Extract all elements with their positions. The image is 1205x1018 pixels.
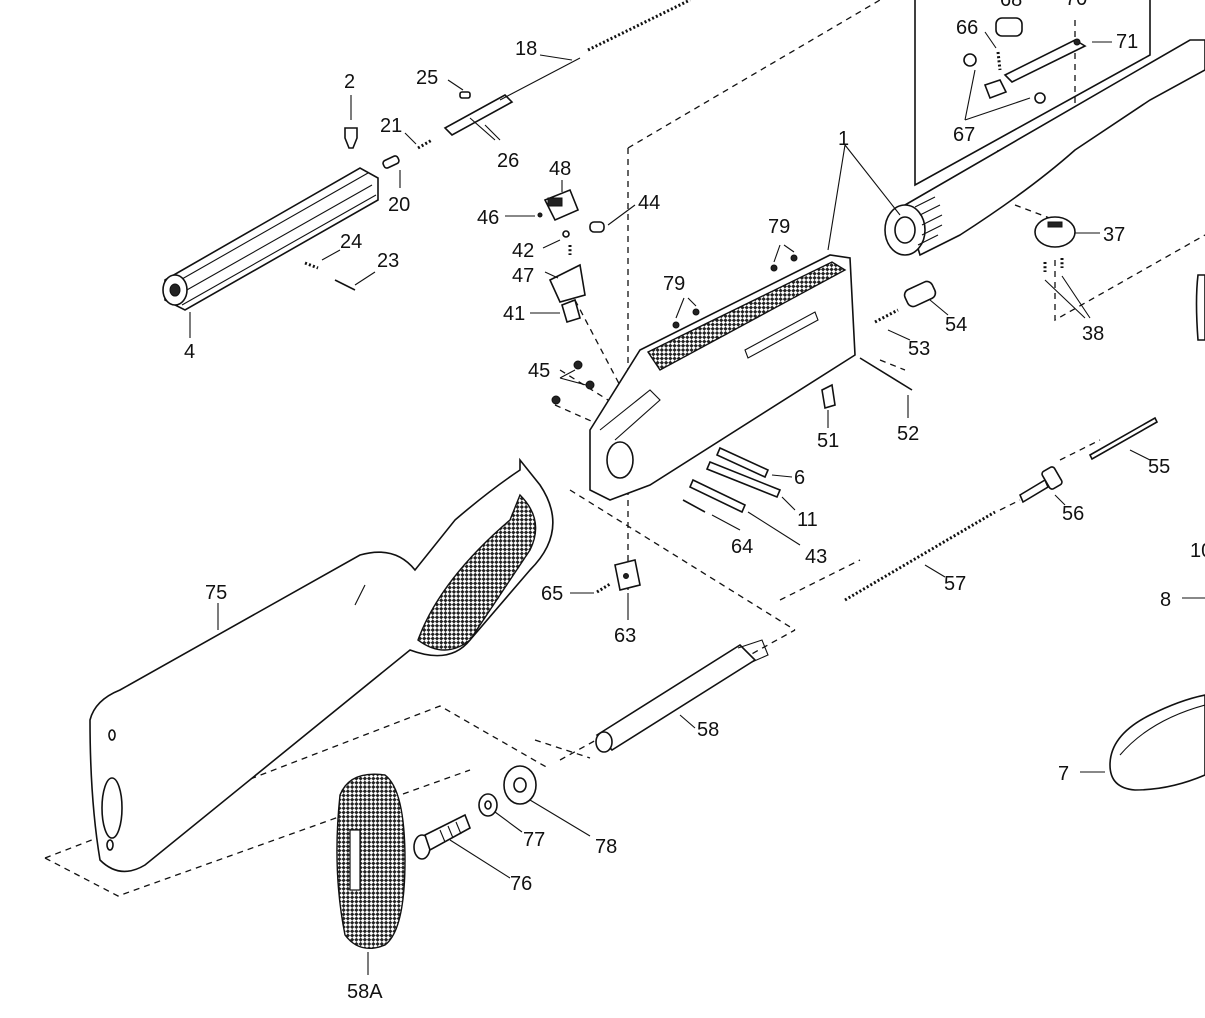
- label-53: 53: [908, 338, 930, 360]
- label-77: 77: [523, 829, 545, 851]
- part-58a-buttpad: [336, 773, 406, 949]
- label-71: 71: [1116, 31, 1138, 53]
- label-18: 18: [515, 38, 537, 60]
- label-25: 25: [416, 67, 438, 89]
- label-78: 78: [595, 836, 617, 858]
- label-8: 8: [1160, 589, 1171, 611]
- part-18-rod: [443, 57, 581, 136]
- part-57-spring: [844, 510, 996, 602]
- label-43: 43: [805, 546, 827, 568]
- label-11: 11: [797, 509, 818, 531]
- label-47: 47: [512, 265, 534, 287]
- label-54: 54: [945, 314, 967, 336]
- part-79-screws: [672, 254, 798, 329]
- label-6: 6: [794, 467, 805, 489]
- label-24: 24: [340, 231, 362, 253]
- label-51: 51: [817, 430, 839, 452]
- part-4-bolt: [162, 167, 379, 311]
- part-67-screws: [963, 53, 1046, 104]
- partial-part-right-edge: [1195, 274, 1205, 341]
- label-37: 37: [1103, 224, 1125, 246]
- part-75-stock: [89, 457, 554, 873]
- label-66: 66: [956, 17, 978, 39]
- label-56: 56: [1062, 503, 1084, 525]
- label-21: 21: [380, 115, 402, 137]
- label-79b: 79: [663, 273, 685, 295]
- label-75: 75: [205, 582, 227, 604]
- part-54-cap: [903, 280, 937, 308]
- part-63-block: [614, 559, 641, 591]
- label-42: 42: [512, 240, 534, 262]
- label-10: 10: [1190, 540, 1205, 562]
- label-45: 45: [528, 360, 550, 382]
- label-7: 7: [1058, 763, 1069, 785]
- label-1: 1: [838, 128, 849, 150]
- label-58: 58: [697, 719, 719, 741]
- part-76-screw: [413, 813, 471, 860]
- part-48-hammer: [543, 188, 580, 222]
- part-6-pin: [715, 446, 770, 479]
- label-57: 57: [944, 573, 966, 595]
- label-79a: 79: [768, 216, 790, 238]
- part-20-pin: [382, 155, 400, 169]
- label-48: 48: [549, 158, 571, 180]
- part-68-cylinder: [995, 17, 1023, 37]
- part-78-washer: [503, 765, 537, 805]
- inset-detail-box: 66 68 70 71 67: [914, 0, 1151, 187]
- part-41-trigger: [561, 298, 581, 324]
- label-70: 70: [1065, 0, 1087, 10]
- part-51-latch: [821, 383, 836, 410]
- label-58a: 58A: [347, 981, 383, 1003]
- part-spring-top: [587, 0, 691, 52]
- part-1-barrel: [884, 39, 1205, 257]
- label-67: 67: [953, 124, 975, 146]
- part-25-pin: [459, 91, 471, 99]
- part-2-pin: [344, 127, 358, 149]
- part-56-sleeve: [1018, 466, 1063, 504]
- part-11-pin: [705, 460, 782, 499]
- label-52: 52: [897, 423, 919, 445]
- label-23: 23: [377, 250, 399, 272]
- part-58-tube: [595, 639, 769, 753]
- label-4: 4: [184, 341, 195, 363]
- label-44: 44: [638, 192, 660, 214]
- part-71-lever: [1003, 38, 1087, 83]
- part-47-sear: [548, 263, 586, 303]
- part-43-pin: [688, 478, 747, 514]
- part-37-disc: [1034, 216, 1076, 272]
- label-26: 26: [497, 150, 519, 172]
- part-1-receiver: [589, 254, 856, 501]
- part-55-rod: [1088, 416, 1159, 461]
- label-2: 2: [344, 71, 355, 93]
- part-77-washer: [478, 793, 498, 817]
- label-20: 20: [388, 194, 410, 216]
- label-38: 38: [1082, 323, 1104, 345]
- label-46: 46: [477, 207, 499, 229]
- label-76: 76: [510, 873, 532, 895]
- label-63: 63: [614, 625, 636, 647]
- label-65: 65: [541, 583, 563, 605]
- part-7-forearm: [1109, 694, 1205, 791]
- label-41: 41: [503, 303, 525, 325]
- label-68: 68: [1000, 0, 1022, 11]
- label-64: 64: [731, 536, 753, 558]
- part-44-pin: [589, 221, 605, 233]
- label-55: 55: [1148, 456, 1170, 478]
- part-45-screws: [551, 360, 595, 405]
